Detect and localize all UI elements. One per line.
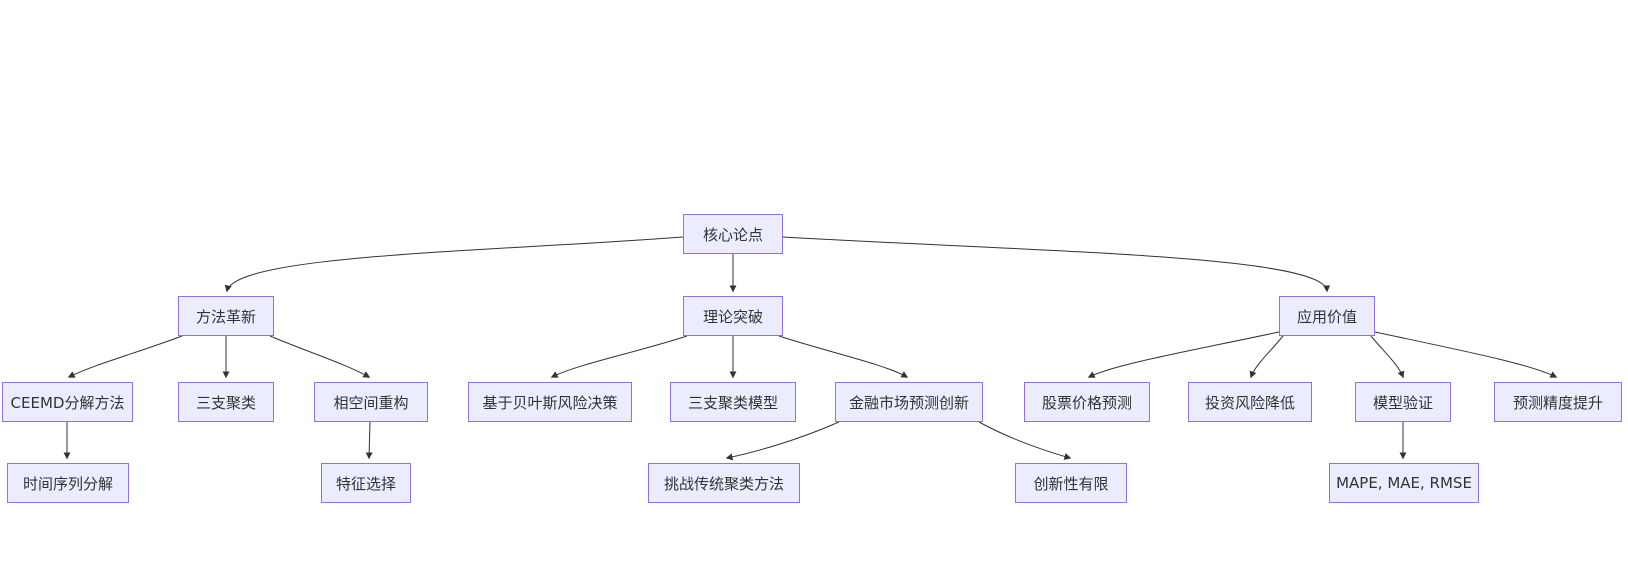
edge-application-value--investment-risk-reduction bbox=[1249, 335, 1284, 379]
node-method-innovation: 方法革新 bbox=[178, 296, 274, 336]
edge-method-innovation--ceemd-decomposition bbox=[67, 335, 183, 378]
node-financial-market-forecast-innovation: 金融市场预测创新 bbox=[835, 382, 983, 422]
edge-theory-breakthrough--bayesian-risk-decision bbox=[550, 335, 688, 378]
node-three-way-clustering-model: 三支聚类模型 bbox=[670, 382, 796, 422]
edge-application-value--stock-price-prediction bbox=[1087, 331, 1280, 378]
edge-core-thesis--application-value bbox=[782, 236, 1331, 293]
node-investment-risk-reduction: 投资风险降低 bbox=[1188, 382, 1312, 422]
node-time-series-decomposition: 时间序列分解 bbox=[7, 463, 129, 503]
node-core-thesis: 核心论点 bbox=[683, 214, 783, 254]
edge-application-value--forecast-accuracy-improvement bbox=[1374, 331, 1558, 378]
node-theory-breakthrough: 理论突破 bbox=[683, 296, 783, 336]
node-stock-price-prediction: 股票价格预测 bbox=[1024, 382, 1150, 422]
edge-application-value--model-validation bbox=[1370, 335, 1405, 379]
node-three-way-clustering: 三支聚类 bbox=[178, 382, 274, 422]
node-forecast-accuracy-improvement: 预测精度提升 bbox=[1494, 382, 1622, 422]
node-application-value: 应用价值 bbox=[1279, 296, 1375, 336]
node-feature-selection: 特征选择 bbox=[321, 463, 411, 503]
node-challenge-traditional-clustering: 挑战传统聚类方法 bbox=[648, 463, 800, 503]
node-phase-space-reconstruction: 相空间重构 bbox=[314, 382, 428, 422]
node-mape-mae-rmse: MAPE, MAE, RMSE bbox=[1329, 463, 1479, 503]
edge-core-thesis--method-innovation bbox=[224, 236, 684, 293]
edge-theory-breakthrough--financial-market-forecast-innovation bbox=[778, 335, 909, 378]
node-model-validation: 模型验证 bbox=[1355, 382, 1451, 422]
node-ceemd-decomposition: CEEMD分解方法 bbox=[2, 382, 133, 422]
node-bayesian-risk-decision: 基于贝叶斯风险决策 bbox=[468, 382, 632, 422]
edge-financial-market-forecast-innovation--challenge-traditional-clustering bbox=[725, 421, 840, 461]
edge-phase-space-reconstruction--feature-selection bbox=[365, 421, 373, 460]
node-limited-novelty: 创新性有限 bbox=[1015, 463, 1127, 503]
edge-method-innovation--phase-space-reconstruction bbox=[269, 335, 371, 378]
edge-financial-market-forecast-innovation--limited-novelty bbox=[978, 421, 1072, 460]
